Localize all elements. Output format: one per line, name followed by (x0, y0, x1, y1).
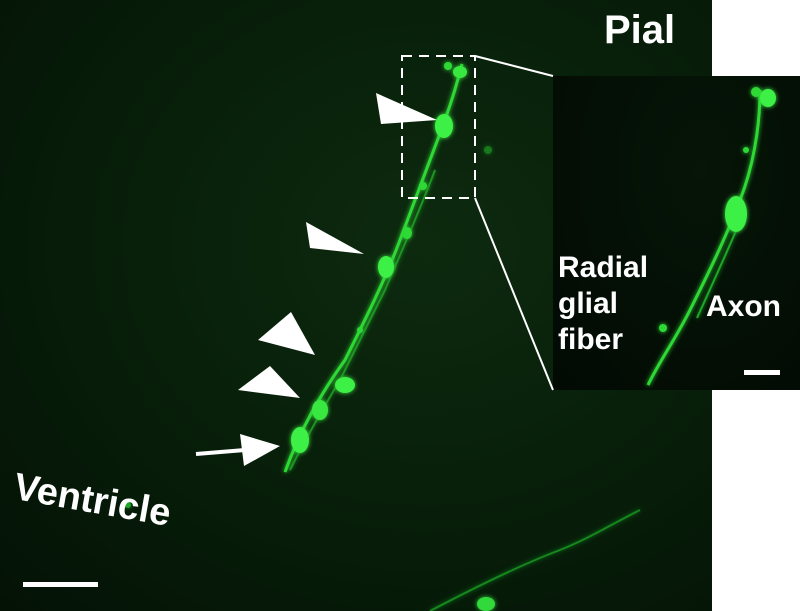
arrowhead-marker (238, 366, 300, 398)
inset-scale-bar (744, 370, 780, 375)
inset-radial-fiber (646, 87, 776, 386)
arrow-marker (195, 434, 280, 466)
secondary-fiber (125, 502, 641, 611)
axon-label: Axon (706, 290, 781, 323)
arrowhead-marker (306, 222, 364, 254)
arrowhead-marker (376, 93, 437, 124)
inset-connector-top (474, 55, 554, 77)
pial-label: Pial (604, 8, 676, 52)
radial-glial-fiber-label: Radial glial fiber (558, 251, 649, 356)
main-scale-bar (23, 582, 98, 587)
inset-connector-bottom (474, 197, 554, 391)
arrowhead-marker (258, 312, 315, 355)
inset-region-box (401, 55, 476, 199)
main-radial-fiber (283, 62, 492, 473)
